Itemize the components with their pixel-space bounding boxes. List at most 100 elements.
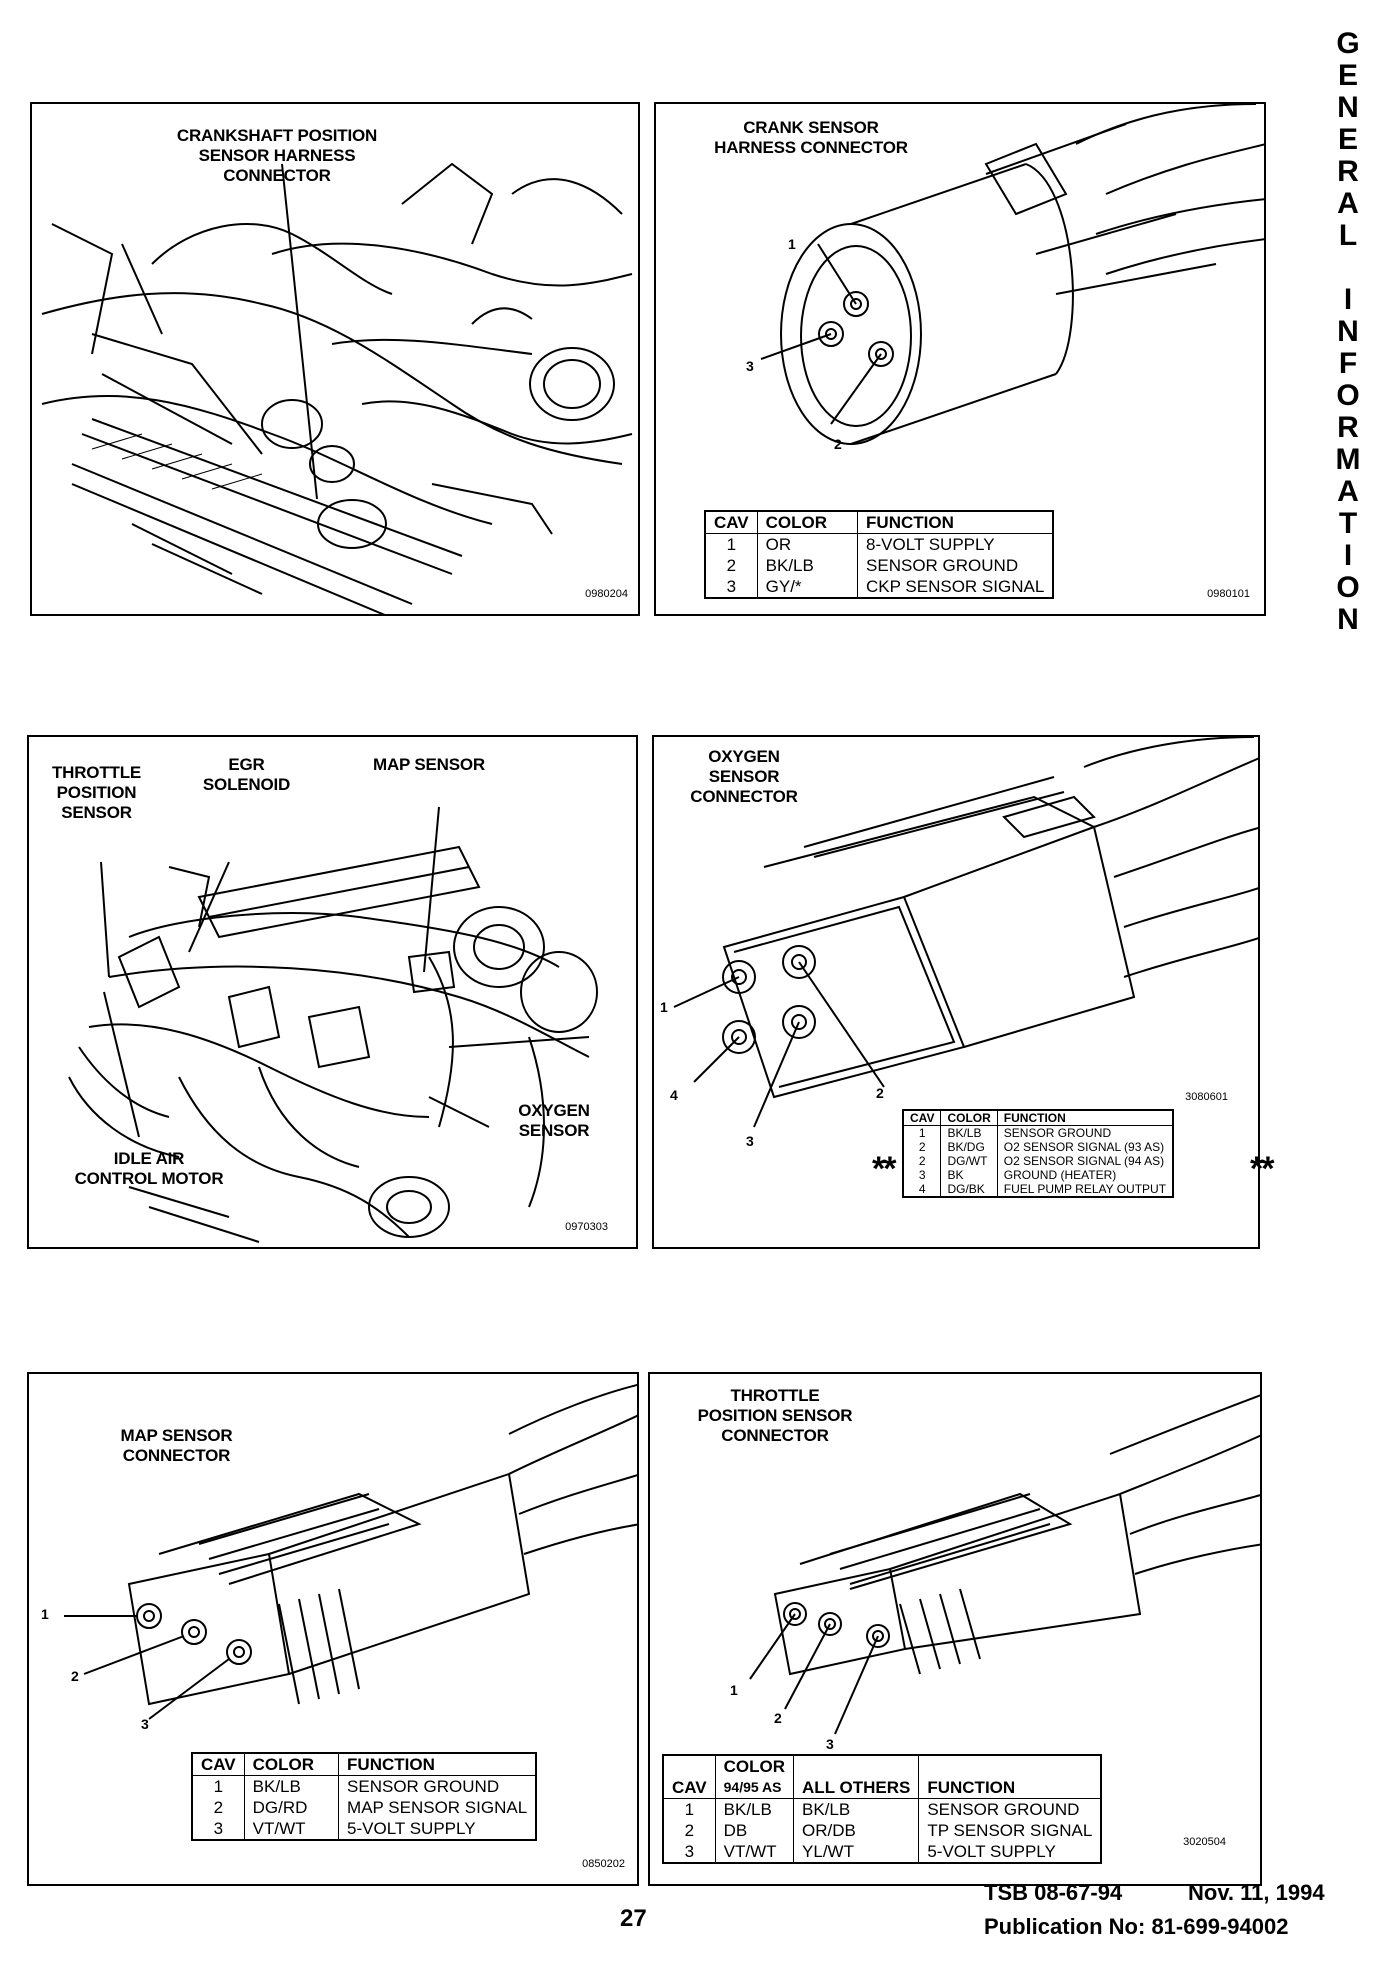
table-row: 3 GY/* CKP SENSOR SIGNAL [704, 576, 1054, 598]
table-row: 1 BK/LB SENSOR GROUND [902, 1125, 1174, 1140]
pin-label: 1 [788, 236, 796, 252]
cell: 5-VOLT SUPPLY [338, 1818, 537, 1840]
figure-code: 3080601 [1185, 1091, 1228, 1103]
side-letter: A [1337, 475, 1359, 508]
pin-label: 3 [746, 1133, 754, 1149]
tps-connector-panel: THROTTLE POSITION SENSOR CONNECTOR 1 2 3… [648, 1372, 1262, 1886]
pin-label: 1 [41, 1606, 49, 1622]
cell: O2 SENSOR SIGNAL (93 AS) [996, 1140, 1174, 1154]
egr-solenoid-label: EGR SOLENOID [202, 755, 291, 794]
table-row: 2 DG/WT O2 SENSOR SIGNAL (94 AS) [902, 1154, 1174, 1168]
col-header: CAV [704, 511, 758, 534]
pin-label: 2 [876, 1085, 884, 1101]
col-group-header: COLOR [714, 1755, 794, 1777]
cell: BK/LB [243, 1775, 339, 1797]
cell: 4 [902, 1182, 941, 1197]
oxygen-sensor-label: OXYGEN SENSOR [518, 1101, 590, 1140]
map-sensor-label: MAP SENSOR [373, 755, 485, 774]
side-letter: N [1337, 315, 1359, 348]
table-row: 3 VT/WT YL/WT 5-VOLT SUPPLY [662, 1841, 1102, 1863]
cell: DG/BK [940, 1182, 998, 1197]
table-row: 1 BK/LB BK/LB SENSOR GROUND [662, 1798, 1102, 1820]
cell: BK/DG [940, 1140, 998, 1154]
col-header: COLOR [756, 511, 858, 534]
cell: 3 [902, 1168, 941, 1182]
cell: BK/LB [714, 1798, 794, 1820]
oxygen-sensor-connector-panel: OXYGEN SENSOR CONNECTOR 1 2 3 4 3080601 … [652, 735, 1260, 1249]
col-header: COLOR [243, 1753, 339, 1776]
engine-components-panel: THROTTLE POSITION SENSOR EGR SOLENOID MA… [27, 735, 638, 1249]
map-connector-drawing [64, 1383, 637, 1720]
table-row: 2 BK/LB SENSOR GROUND [704, 555, 1054, 576]
table-row: 2 DG/RD MAP SENSOR SIGNAL [191, 1797, 537, 1818]
side-letter: F [1338, 347, 1358, 380]
oxygen-connector-label: OXYGEN SENSOR CONNECTOR [690, 747, 798, 806]
tps-label: THROTTLE POSITION SENSOR [51, 763, 142, 822]
cell: OR [756, 533, 858, 555]
tsb-date: Nov. 11, 1994 [1188, 1880, 1325, 1905]
side-spacer [1328, 252, 1368, 284]
cell: YL/WT [793, 1841, 919, 1863]
tsb-number: TSB 08-67-94 [984, 1880, 1123, 1905]
map-sensor-connector-panel: MAP SENSOR CONNECTOR 1 2 3 CAV COLOR FUN… [27, 1372, 639, 1886]
col-header: FUNCTION [996, 1110, 1174, 1126]
figure-code: 0980101 [1207, 588, 1250, 600]
side-letter: L [1338, 219, 1358, 252]
pin-label: 3 [141, 1716, 149, 1732]
cell: 2 [704, 555, 758, 576]
cell: 3 [662, 1841, 716, 1863]
side-letter: R [1337, 411, 1359, 444]
cell: TP SENSOR SIGNAL [918, 1820, 1102, 1841]
cell: 1 [704, 533, 758, 555]
cell: BK/LB [940, 1125, 998, 1140]
cell: 2 [191, 1797, 245, 1818]
table-row: 1 BK/LB SENSOR GROUND [191, 1775, 537, 1797]
cell: VT/WT [243, 1818, 339, 1840]
cell: 2 [902, 1154, 941, 1168]
col-header: FUNCTION [338, 1753, 537, 1776]
cell: MAP SENSOR SIGNAL [338, 1797, 537, 1818]
side-letter: M [1335, 443, 1361, 476]
cell: VT/WT [714, 1841, 794, 1863]
idle-air-control-label: IDLE AIR CONTROL MOTOR [74, 1149, 224, 1188]
side-letter: I [1343, 283, 1353, 316]
cell: 8-VOLT SUPPLY [857, 533, 1054, 555]
engine-components-drawing [68, 806, 598, 1243]
cell: 2 [662, 1820, 716, 1841]
figure-code: 0970303 [565, 1221, 608, 1233]
pin-label: 1 [660, 999, 668, 1015]
col-header: COLOR [940, 1110, 998, 1126]
cell: O2 SENSOR SIGNAL (94 AS) [996, 1154, 1174, 1168]
col-header-blank [793, 1755, 919, 1777]
engine-drawing [41, 162, 633, 614]
col-header: 94/95 AS [714, 1777, 794, 1799]
cell: SENSOR GROUND [996, 1125, 1174, 1140]
tps-connector-drawing [749, 1394, 1260, 1735]
side-letter: G [1336, 27, 1360, 60]
pin-label: 3 [746, 358, 754, 374]
figure-code: 0850202 [582, 1858, 625, 1870]
cell: FUEL PUMP RELAY OUTPUT [996, 1182, 1174, 1197]
cell: GY/* [756, 576, 858, 598]
col-header-blank [662, 1755, 716, 1777]
cell: DG/WT [940, 1154, 998, 1168]
pin-label: 1 [730, 1682, 738, 1698]
side-letter: N [1337, 603, 1359, 636]
cell: DB [714, 1820, 794, 1841]
cell: DG/RD [243, 1797, 339, 1818]
cell: 3 [704, 576, 758, 598]
figure-code: 3020504 [1183, 1836, 1226, 1848]
cell: GROUND (HEATER) [996, 1168, 1174, 1182]
tps-pinout-table: COLOR CAV 94/95 AS ALL OTHERS FUNCTION 1… [662, 1754, 1103, 1864]
pin-label: 2 [774, 1710, 782, 1726]
crank-sensor-connector-panel: CRANK SENSOR HARNESS CONNECTOR 1 2 3 CAV… [654, 102, 1266, 616]
cell: 2 [902, 1140, 941, 1154]
pin-label: 4 [670, 1087, 678, 1103]
crank-connector-drawing [760, 104, 1264, 445]
cell: SENSOR GROUND [918, 1798, 1102, 1820]
cell: OR/DB [793, 1820, 919, 1841]
crank-pinout-table: CAV COLOR FUNCTION 1 OR 8-VOLT SUPPLY 2 … [704, 510, 1055, 599]
cell: BK/LB [756, 555, 858, 576]
crank-connector-label: CRANK SENSOR HARNESS CONNECTOR [714, 118, 908, 157]
figure-code: 0980204 [585, 588, 628, 600]
